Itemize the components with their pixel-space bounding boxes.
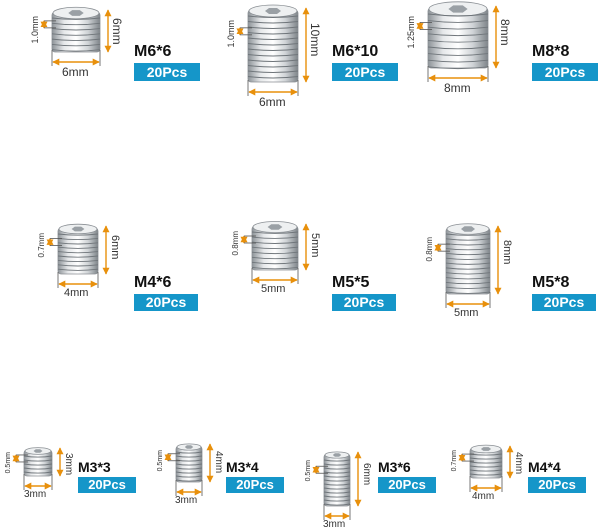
diameter-label: 3mm bbox=[323, 519, 346, 530]
quantity-badge: 20Pcs bbox=[378, 477, 436, 493]
length-label: 8mm bbox=[501, 239, 513, 265]
set-screw-image bbox=[445, 223, 491, 295]
diameter-label: 8mm bbox=[444, 81, 471, 95]
set-screw-image bbox=[247, 4, 299, 83]
pitch-label: 0.8mm bbox=[231, 231, 240, 256]
set-screw-image bbox=[427, 1, 489, 70]
size-label: M4*4 bbox=[528, 459, 561, 475]
diameter-label: 3mm bbox=[24, 489, 47, 500]
size-label: M3*6 bbox=[378, 459, 411, 475]
quantity-badge: 20Pcs bbox=[532, 63, 598, 81]
size-label: M6*10 bbox=[332, 43, 379, 60]
pitch-label: 0.7mm bbox=[451, 450, 458, 472]
size-label: M3*3 bbox=[78, 459, 111, 475]
length-label: 5mm bbox=[309, 233, 321, 258]
pitch-label: 1.0mm bbox=[30, 16, 40, 44]
diameter-label: 6mm bbox=[259, 95, 286, 109]
length-label: 8mm bbox=[498, 18, 512, 46]
length-label: 4mm bbox=[513, 451, 524, 475]
set-screw-image bbox=[23, 447, 53, 477]
diameter-label: 5mm bbox=[454, 307, 479, 319]
pitch-label: 0.7mm bbox=[37, 233, 46, 258]
quantity-badge: 20Pcs bbox=[78, 477, 136, 493]
length-label: 6mm bbox=[109, 235, 121, 260]
diameter-label: 4mm bbox=[472, 491, 495, 502]
size-label: M4*6 bbox=[134, 274, 172, 291]
size-label: M8*8 bbox=[532, 43, 570, 60]
size-label: M6*6 bbox=[134, 43, 172, 60]
quantity-badge: 20Pcs bbox=[134, 63, 200, 81]
quantity-badge: 20Pcs bbox=[332, 63, 398, 81]
quantity-badge: 20Pcs bbox=[532, 294, 596, 311]
diameter-label: 3mm bbox=[175, 495, 198, 506]
length-label: 6mm bbox=[361, 462, 372, 485]
length-label: 4mm bbox=[213, 451, 224, 474]
size-label: M3*4 bbox=[226, 459, 259, 475]
pitch-label: 0.8mm bbox=[425, 236, 434, 262]
size-label: M5*5 bbox=[332, 274, 370, 291]
quantity-badge: 20Pcs bbox=[134, 294, 198, 311]
diameter-label: 5mm bbox=[261, 283, 286, 295]
quantity-badge: 20Pcs bbox=[528, 477, 586, 493]
pitch-label: 1.0mm bbox=[226, 20, 236, 48]
pitch-label: 0.5mm bbox=[157, 449, 164, 471]
diameter-label: 4mm bbox=[64, 287, 89, 299]
set-screw-image bbox=[57, 223, 99, 275]
length-label: 3mm bbox=[63, 453, 74, 476]
set-screw-image bbox=[251, 221, 299, 271]
diameter-label: 6mm bbox=[62, 65, 89, 79]
length-label: 6mm bbox=[110, 18, 124, 45]
set-screw-image bbox=[469, 444, 503, 479]
size-label: M5*8 bbox=[532, 274, 570, 291]
quantity-badge: 20Pcs bbox=[332, 294, 396, 311]
set-screw-image bbox=[323, 451, 351, 507]
pitch-label: 0.5mm bbox=[305, 460, 312, 482]
pitch-label: 0.5mm bbox=[5, 451, 12, 474]
quantity-badge: 20Pcs bbox=[226, 477, 284, 493]
pitch-label: 1.25mm bbox=[406, 15, 416, 49]
set-screw-image bbox=[51, 6, 101, 53]
length-label: 10mm bbox=[308, 23, 322, 57]
set-screw-image bbox=[175, 443, 203, 483]
